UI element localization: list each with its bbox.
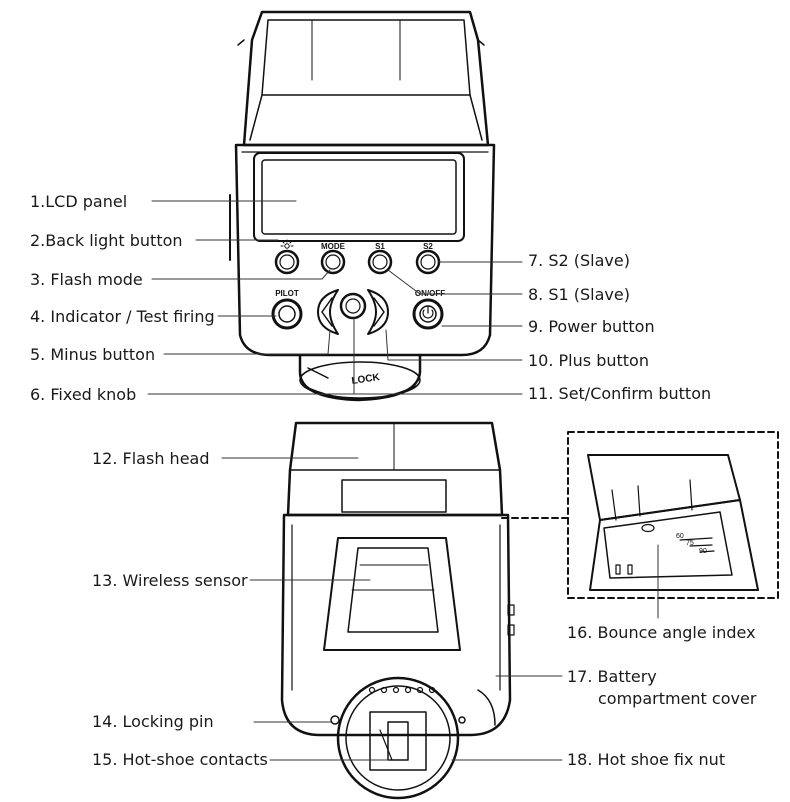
contact-dots (368, 686, 436, 694)
pilot-button[interactable] (271, 298, 303, 330)
bounce-window (341, 479, 447, 513)
head-edge (469, 94, 483, 141)
callout-wireless-sensor: 13. Wireless sensor (92, 571, 248, 590)
control-pad (317, 289, 389, 335)
chevron-left-icon (321, 297, 333, 327)
backlight-icon (280, 239, 294, 249)
inset-body (589, 499, 759, 591)
s1-button[interactable] (367, 249, 393, 275)
set-button[interactable] (339, 292, 367, 320)
callout-indicator-test-firing: 4. Indicator / Test firing (30, 307, 215, 326)
mode-button[interactable] (320, 249, 346, 275)
leader-lines (147, 200, 659, 761)
head-edge (249, 94, 263, 141)
callout-fixed-knob: 6. Fixed knob (30, 385, 137, 404)
hot-shoe-mount (330, 676, 466, 800)
mode-button-label: MODE (321, 242, 346, 251)
callout-back-light-button: 2.Back light button (30, 231, 183, 250)
wireless-sensor-window (323, 537, 461, 651)
set-button-inner (345, 298, 361, 314)
angle-60-label: 60 (676, 533, 684, 540)
callout-locking-pin: 14. Locking pin (92, 712, 214, 731)
angle-75-label: 75 (686, 540, 694, 547)
minus-button-shape[interactable] (317, 289, 339, 335)
callout-battery-compartment-cover-line2: compartment cover (598, 689, 757, 708)
callout-minus-button: 5. Minus button (30, 345, 156, 364)
s2-button-label: S2 (423, 242, 433, 251)
backlight-button[interactable] (274, 239, 300, 275)
inset-frame (567, 431, 779, 599)
lcd-panel-screen (261, 159, 457, 235)
lcd-panel-frame (253, 152, 465, 242)
angle-scale (679, 537, 715, 553)
hot-shoe-contact-plate (387, 721, 409, 761)
callout-s1-slave: 8. S1 (Slave) (528, 285, 630, 304)
pilot-button-label: PILOT (275, 289, 299, 298)
angle-90-label: 90 (699, 548, 707, 555)
flash-back-view: MODE S1 S2 PILOT ON/OFF (229, 10, 496, 402)
battery-cover-edge (477, 689, 496, 726)
flash-head-top (242, 10, 490, 147)
power-button[interactable] (412, 298, 444, 330)
callout-battery-compartment-cover: 17. Battery (567, 667, 657, 686)
callout-bounce-angle-index: 16. Bounce angle index (567, 623, 756, 642)
s2-button[interactable] (415, 249, 441, 275)
power-icon (422, 309, 434, 319)
side-port (507, 604, 515, 616)
leader-minus (163, 329, 331, 355)
bounce-angle-inset: 60 75 90 (501, 431, 779, 599)
leader-plus (385, 329, 523, 361)
callout-power-button: 9. Power button (528, 317, 655, 336)
callout-flash-mode: 3. Flash mode (30, 270, 143, 289)
callout-flash-head: 12. Flash head (92, 449, 210, 468)
flash-body-front (280, 513, 512, 737)
flash-body-back (234, 143, 496, 357)
inset-reflector (603, 511, 733, 579)
side-port (507, 624, 515, 636)
lock-text: LOCK (351, 372, 381, 387)
callout-lcd-panel: 1.LCD panel (30, 192, 128, 211)
head-clip (477, 39, 485, 46)
callout-set-confirm-button: 11. Set/Confirm button (528, 384, 712, 403)
lock-arrow-icon (307, 367, 329, 379)
callout-plus-button: 10. Plus button (528, 351, 649, 370)
leader-flash-mode (151, 269, 331, 280)
s1-button-label: S1 (375, 242, 385, 251)
flash-head-inner (261, 19, 471, 96)
locking-pin-part (330, 715, 340, 725)
callout-s2-slave: 7. S2 (Slave) (528, 251, 630, 270)
chevron-right-icon (373, 297, 385, 327)
callout-hot-shoe-fix-nut: 18. Hot shoe fix nut (567, 750, 726, 769)
head-clip (237, 39, 245, 46)
plus-button-shape[interactable] (367, 289, 389, 335)
lock-ring[interactable]: LOCK (298, 353, 422, 402)
flash-front-view (280, 421, 515, 800)
callout-hot-shoe-contacts: 15. Hot-shoe contacts (92, 750, 268, 769)
flash-head-front (286, 421, 504, 517)
leader-s1 (387, 269, 523, 295)
